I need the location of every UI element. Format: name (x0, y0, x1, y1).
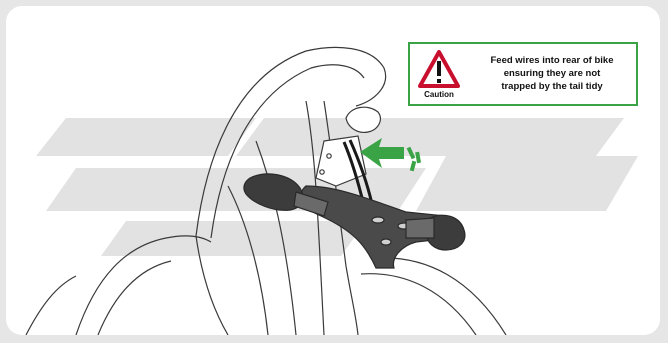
caution-line: Feed wires into rear of bike (470, 54, 634, 67)
warning-triangle-icon (418, 50, 460, 88)
caution-line: ensuring they are not (470, 67, 634, 80)
right-indicator (406, 215, 465, 250)
caution-line: trapped by the tail tidy (470, 80, 634, 93)
caution-message: Feed wires into rear of bike ensuring th… (470, 54, 634, 93)
caution-label: Caution (412, 90, 466, 99)
instruction-panel: Caution Feed wires into rear of bike ens… (6, 6, 660, 335)
caution-callout: Caution Feed wires into rear of bike ens… (408, 42, 638, 106)
